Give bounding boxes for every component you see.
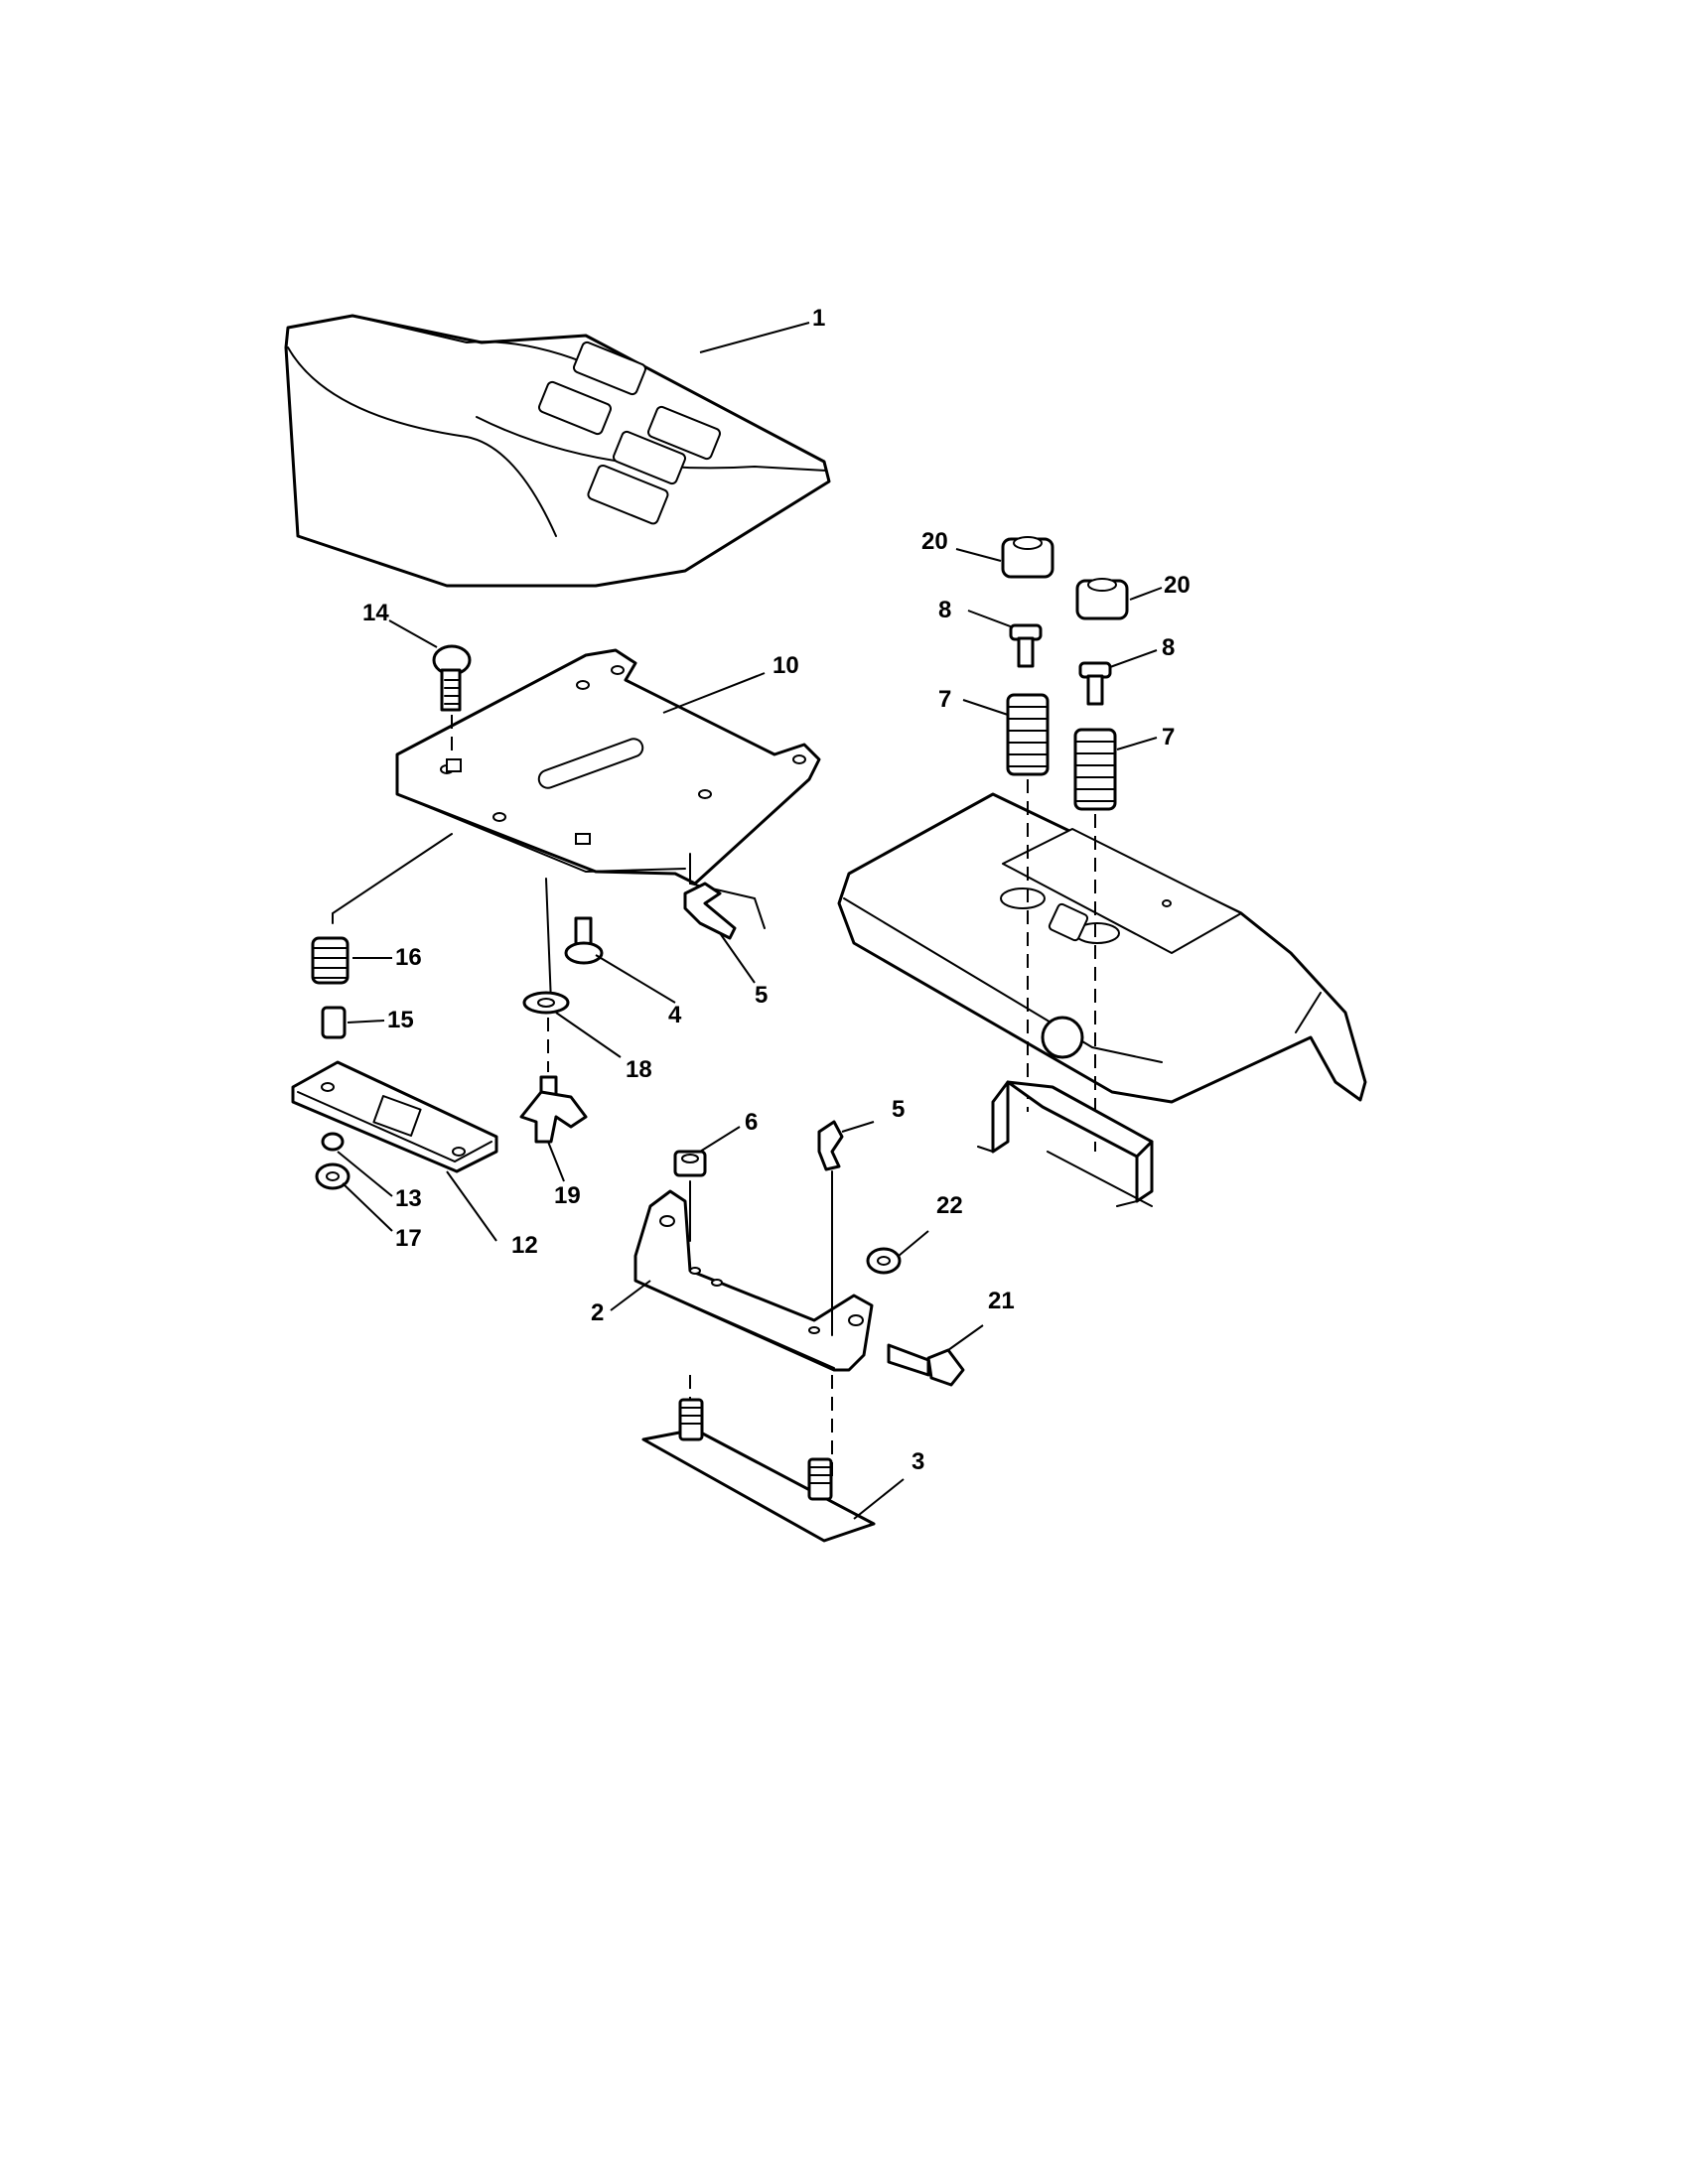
clip-lower	[817, 1120, 875, 1171]
callout-17: 17	[395, 1225, 422, 1252]
callout-1: 1	[812, 305, 825, 332]
flange-nut-17	[315, 1162, 393, 1232]
callout-5-lower: 5	[892, 1096, 905, 1123]
callout-20-right: 20	[1164, 572, 1191, 599]
nut-22	[866, 1230, 929, 1275]
callout-14: 14	[362, 600, 389, 626]
callout-21: 21	[988, 1288, 1015, 1314]
bolt-right	[1078, 649, 1158, 706]
callout-7-left: 7	[938, 686, 951, 713]
spring-left	[962, 693, 1050, 776]
washer	[522, 991, 622, 1058]
base-plate	[641, 1375, 905, 1543]
callout-7-right: 7	[1162, 724, 1175, 751]
mounting-bracket	[977, 1080, 1154, 1207]
seat	[284, 314, 831, 588]
callout-8-right: 8	[1162, 634, 1175, 661]
callout-13: 13	[395, 1185, 422, 1212]
callout-22: 22	[936, 1192, 963, 1219]
seat-pan	[332, 648, 821, 1004]
bolt-left	[967, 610, 1043, 668]
shoulder-bolt-21	[887, 1324, 984, 1387]
spring-right	[1073, 728, 1158, 811]
adjustment-knob	[519, 1018, 588, 1182]
callout-8-left: 8	[938, 597, 951, 623]
bushing-left	[955, 536, 1054, 579]
shoulder-bolt	[564, 916, 676, 1004]
bracket	[291, 1060, 498, 1242]
clip-upper	[683, 882, 756, 984]
callout-6: 6	[745, 1109, 758, 1136]
callout-19: 19	[554, 1182, 581, 1209]
carriage-bolt	[388, 619, 472, 754]
spring-small	[311, 936, 392, 985]
callout-20-left: 20	[921, 528, 948, 555]
callout-16: 16	[395, 944, 422, 971]
hinge-bracket	[610, 1170, 874, 1372]
callout-12: 12	[511, 1232, 538, 1259]
callout-5-upper: 5	[755, 982, 768, 1009]
fender-body	[837, 779, 1367, 1152]
callout-4: 4	[668, 1002, 682, 1028]
callout-2: 2	[591, 1299, 604, 1326]
nut-6	[673, 1126, 741, 1177]
nut-13	[321, 1132, 393, 1197]
spacer	[321, 1006, 385, 1039]
bushing-right	[1075, 578, 1163, 620]
callout-18: 18	[626, 1056, 652, 1083]
callout-15: 15	[387, 1007, 414, 1033]
callout-3: 3	[912, 1448, 924, 1475]
callout-10: 10	[772, 652, 799, 679]
